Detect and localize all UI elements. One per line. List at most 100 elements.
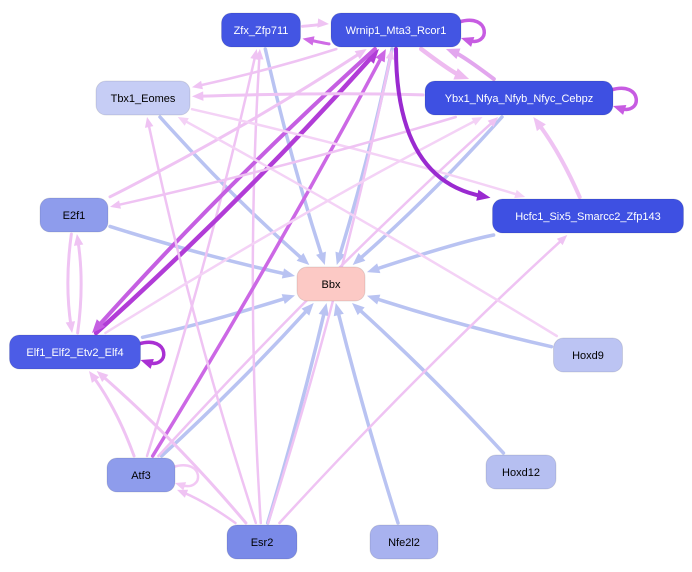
edge-nfe2l2-to-bbx [335, 308, 400, 525]
arrowhead [453, 68, 470, 80]
edge-hoxd9-to-bbx [372, 296, 554, 349]
arrowhead [281, 294, 295, 304]
node-box-atf3[interactable] [106, 457, 176, 493]
arrowhead [192, 91, 204, 101]
node-box-bbx[interactable] [296, 266, 366, 302]
edge-wrnip1-to-hcfc1 [394, 47, 485, 199]
arrowhead [88, 371, 100, 383]
edge-e2f1-to-elf1 [66, 232, 73, 328]
node-atf3[interactable]: Atf3 [106, 457, 176, 493]
node-box-e2f1[interactable] [39, 197, 109, 233]
node-box-zfx[interactable] [221, 12, 301, 48]
edge-hoxd12-to-bbx [355, 306, 506, 455]
edge-wrnip1-to-elf1 [95, 47, 377, 330]
arrowhead [250, 49, 259, 60]
node-box-hoxd12[interactable] [485, 454, 557, 490]
arrowhead [461, 36, 475, 47]
arrowhead [445, 48, 461, 60]
edge-zfx-to-bbx [263, 47, 325, 260]
arrowhead [177, 117, 189, 126]
arrowhead [96, 371, 109, 383]
node-box-esr2[interactable] [226, 524, 298, 560]
arrowhead [354, 49, 367, 60]
edge-tbx1-to-bbx [158, 115, 306, 262]
edge-wrnip1-to-bbx [337, 47, 394, 260]
arrowhead [514, 189, 526, 199]
node-hoxd12[interactable]: Hoxd12 [485, 454, 557, 490]
arrowhead [533, 117, 546, 132]
node-e2f1[interactable]: E2f1 [39, 197, 109, 233]
node-zfx[interactable]: Zfx_Zfp711 [221, 12, 301, 48]
arrowhead [335, 251, 346, 265]
self-loop-elf1 [136, 340, 166, 366]
edge-atf3-to-wrnip1 [150, 53, 385, 458]
self-loops-layer [136, 18, 638, 491]
node-box-nfe2l2[interactable] [369, 524, 439, 560]
arrowhead [110, 200, 121, 209]
edge-hcfc1-to-ybx1 [536, 121, 582, 199]
edge-elf1-to-bbx [140, 295, 290, 340]
edge-atf3-to-zfx [145, 53, 257, 458]
arrowhead [175, 482, 187, 491]
self-loop-wrnip1 [457, 18, 486, 44]
node-ybx1[interactable]: Ybx1_Nfya_Nfyb_Nfyc_Cebpz [424, 80, 614, 116]
edge-esr2-to-hcfc1 [278, 237, 564, 525]
node-nfe2l2[interactable]: Nfe2l2 [369, 524, 439, 560]
node-box-elf1[interactable] [9, 334, 141, 370]
node-box-wrnip1[interactable] [330, 12, 462, 48]
self-loop-ybx1 [609, 86, 638, 112]
arrowhead [487, 117, 499, 128]
edge-esr2-to-atf3 [181, 490, 237, 525]
edge-elf1-to-e2f1 [76, 239, 83, 335]
arrowhead [364, 49, 379, 64]
arrowhead [333, 303, 344, 317]
arrowhead [556, 235, 568, 246]
arrowhead [302, 36, 315, 46]
node-hcfc1[interactable]: Hcfc1_Six5_Smarcc2_Zfp143 [492, 198, 684, 234]
arrowhead [317, 18, 329, 28]
arrowhead [73, 234, 84, 246]
node-hoxd9[interactable]: Hoxd9 [553, 337, 623, 373]
arrowhead [92, 319, 106, 333]
edge-e2f1-to-wrnip1 [108, 51, 363, 199]
arrowhead [385, 49, 395, 60]
arrowhead [367, 294, 381, 305]
node-bbx[interactable]: Bbx [296, 266, 366, 302]
node-elf1[interactable]: Elf1_Elf2_Etv2_Elf4 [9, 334, 141, 370]
arrowhead [144, 117, 154, 128]
arrowhead [352, 252, 366, 265]
self-loop-atf3 [171, 464, 200, 488]
node-box-hcfc1[interactable] [492, 198, 684, 234]
edge-atf3-to-bbx [159, 306, 311, 458]
edge-ybx1-to-tbx1 [197, 92, 425, 98]
edge-atf3-to-elf1 [91, 374, 136, 458]
node-box-ybx1[interactable] [424, 80, 614, 116]
edge-tbx1-to-hcfc1 [190, 107, 521, 197]
arrowhead [177, 489, 189, 498]
edge-hcfc1-to-bbx [372, 233, 496, 272]
node-tbx1[interactable]: Tbx1_Eomes [95, 80, 191, 116]
arrowhead [192, 80, 203, 90]
edge-ybx1-to-e2f1 [114, 115, 458, 207]
node-esr2[interactable]: Esr2 [226, 524, 298, 560]
arrowhead [352, 303, 365, 316]
node-wrnip1[interactable]: Wrnip1_Mta3_Rcor1 [330, 12, 462, 48]
arrowhead [471, 117, 483, 126]
arrowhead [318, 303, 329, 317]
edge-esr2-to-elf1 [100, 373, 248, 525]
edge-esr2-to-tbx1 [147, 121, 258, 525]
node-box-tbx1[interactable] [95, 80, 191, 116]
arrowhead [476, 189, 491, 201]
node-box-hoxd9[interactable] [553, 337, 623, 373]
arrowhead [375, 49, 386, 63]
arrowhead [296, 252, 310, 265]
arrowhead [140, 358, 154, 369]
edge-ybx1-to-bbx [356, 115, 504, 262]
arrowhead [367, 263, 381, 274]
arrowhead [316, 251, 326, 265]
edge-hoxd9-to-tbx1 [181, 118, 559, 338]
arrowhead [613, 104, 627, 115]
edge-wrnip1-to-tbx1 [196, 47, 338, 88]
